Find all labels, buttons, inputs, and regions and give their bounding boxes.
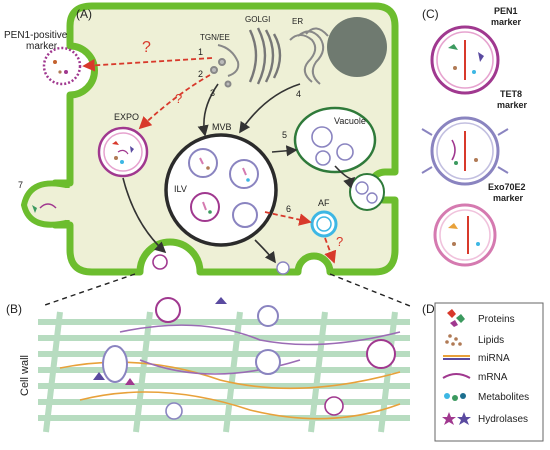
legend-hydrolases-label: Hydrolases — [478, 414, 528, 425]
vacuole — [293, 106, 385, 211]
exo70e2-marker-line2: marker — [493, 193, 524, 203]
autophagosome — [310, 210, 338, 238]
golgi-label: GOLGI — [245, 15, 270, 24]
exo70e2-marker-line1: Exo70E2 — [488, 182, 526, 192]
pathway-2-label: 2 — [198, 69, 203, 79]
legend-metabolites-label: Metabolites — [478, 392, 529, 403]
pathway-4-label: 4 — [296, 89, 301, 99]
pathway-5-label: 5 — [282, 130, 287, 140]
expo-label: EXPO — [114, 112, 139, 122]
ilv-label: ILV — [174, 184, 187, 194]
panel-a-label: (A) — [76, 7, 92, 21]
legend-mrna-label: mRNA — [478, 372, 508, 383]
golgi-stacks — [248, 27, 282, 85]
pen1-marker-line1: PEN1 — [494, 6, 518, 16]
vacuole-label: Vacuole — [334, 116, 366, 126]
legend-proteins-label: Proteins — [478, 314, 515, 325]
question-mark-1: ? — [142, 39, 151, 56]
legend-metabolites-icon — [444, 393, 466, 401]
legend-mirna-icon — [443, 355, 470, 360]
pen1-marker-line2: marker — [491, 17, 522, 27]
pen1-marker-ev: PEN1 marker — [430, 6, 522, 95]
legend-mirna-label: miRNA — [478, 353, 510, 364]
panel-c-markers: (C) PEN1 marker TET8 marker — [421, 6, 528, 267]
pen1-positive-label-line1: PEN1-positive — [4, 30, 68, 41]
panel-c-label: (C) — [422, 7, 439, 21]
ilv-vesicles — [188, 148, 259, 228]
pathway-6-label: 6 — [286, 204, 291, 214]
er-label: ER — [292, 17, 303, 26]
mvb — [164, 133, 278, 247]
zoom-lines — [41, 273, 411, 307]
legend-proteins-icon — [447, 309, 465, 327]
pathway-1-label: 1 — [198, 47, 203, 57]
nucleus — [327, 17, 387, 77]
legend-lipids-label: Lipids — [478, 335, 504, 346]
panel-b-label: (B) — [6, 302, 22, 316]
panel-b-cell-wall — [38, 311, 410, 433]
af-label: AF — [318, 198, 330, 208]
question-mark-2: ? — [175, 91, 182, 106]
pathway-7-vesicle — [32, 203, 57, 213]
legend-hydrolases-icon — [442, 412, 471, 425]
wall-fibers — [38, 311, 410, 433]
expo-vesicle — [97, 126, 149, 178]
tgn-ee — [210, 44, 240, 88]
mvb-label: MVB — [212, 122, 232, 132]
tet8-marker-line2: marker — [497, 100, 528, 110]
question-mark-3: ? — [336, 234, 343, 249]
exo70e2-marker-ev: Exo70E2 marker — [433, 182, 526, 267]
pathway-arrows — [82, 57, 356, 264]
cell-wall-label: Cell wall — [19, 355, 31, 396]
panel-d-legend: (D) Proteins Lipids miRNA mRNA Metabolit… — [422, 302, 544, 442]
panel-a-labels: (A) PEN1-positive marker TGN/EE GOLGI ER… — [4, 7, 366, 249]
legend-lipids-icon — [445, 334, 462, 346]
tgn-ee-label: TGN/EE — [200, 33, 230, 42]
pathway-7-label: 7 — [18, 180, 23, 190]
legend-mrna-icon — [442, 373, 471, 379]
secreted-vesicles — [152, 254, 290, 275]
pen1-positive-label-line2: marker — [26, 41, 58, 52]
pathway-3-label: 3 — [210, 88, 215, 98]
wall-evs — [93, 297, 396, 420]
er-stacks — [289, 27, 329, 85]
pen1-positive-exosome — [42, 46, 82, 86]
tet8-marker-ev: TET8 marker — [421, 89, 528, 186]
tet8-marker-line1: TET8 — [500, 89, 522, 99]
